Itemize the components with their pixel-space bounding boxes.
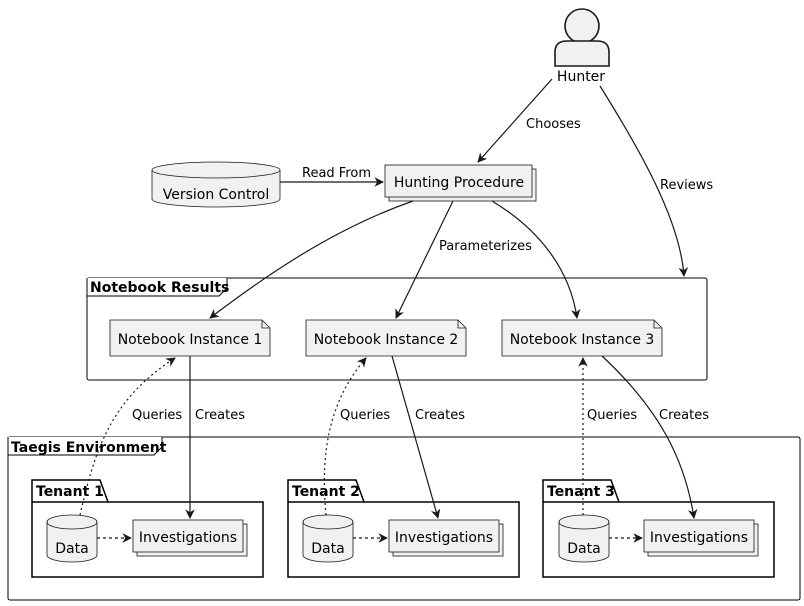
- tenant-2-investigations-label: Investigations: [395, 530, 493, 546]
- hunting-procedure-label: Hunting Procedure: [394, 175, 524, 191]
- edge-tenant-2-queries: Queries: [323, 357, 390, 516]
- hunter-label: Hunter: [557, 69, 605, 85]
- edge-tenant-1-queries-label: Queries: [132, 408, 182, 423]
- edge-tenant-3-queries: Queries: [578, 357, 637, 515]
- edge-read-from: Read From: [280, 166, 384, 187]
- tenant-1-investigations-label: Investigations: [139, 530, 237, 546]
- edge-tenant-3-creates-label: Creates: [659, 408, 709, 423]
- notebook-instance-2: Notebook Instance 2: [305, 319, 467, 357]
- hunter-head-icon: [564, 8, 600, 44]
- edge-chooses: Chooses: [477, 78, 581, 163]
- edge-tenant-1-queries: Queries: [79, 357, 182, 516]
- edge-tenant-2-queries-label: Queries: [340, 408, 390, 423]
- edge-parameterizes-label: Parameterizes: [439, 239, 532, 254]
- edge-tenant-2-creates: Creates: [391, 355, 465, 519]
- tenant-2-data: Data: [302, 514, 354, 563]
- tenant-3-data: Data: [558, 514, 610, 563]
- tenant-3-package: Tenant 3 Data Investigations: [542, 479, 775, 578]
- version-control-label: Version Control: [163, 187, 270, 203]
- notebook-results-title: Notebook Results: [90, 280, 229, 296]
- tenant-1-data-label: Data: [55, 541, 88, 557]
- tenant-1-package: Tenant 1 Data Investigations: [31, 479, 264, 578]
- hunter-body-icon: [554, 40, 610, 67]
- notebook-instance-3: Notebook Instance 3: [501, 319, 663, 357]
- tenant-1-label: Tenant 1: [36, 484, 104, 500]
- edge-read-from-label: Read From: [302, 166, 371, 181]
- edge-chooses-label: Chooses: [526, 117, 581, 132]
- edge-tenant-3-creates: Creates: [601, 355, 709, 519]
- tenant-3-investigations-label: Investigations: [650, 530, 748, 546]
- tenant-1-data: Data: [46, 514, 98, 563]
- tenant-2-label: Tenant 2: [292, 484, 360, 500]
- edge-tenant-1-creates-label: Creates: [195, 408, 245, 423]
- tenant-2-package: Tenant 2 Data Investigations: [287, 479, 520, 578]
- tenant-1-investigations: Investigations: [132, 519, 248, 557]
- taegis-environment-frame: Taegis Environment: [7, 436, 801, 601]
- tenant-3-data-label: Data: [567, 541, 600, 557]
- tenant-3-label: Tenant 3: [547, 484, 615, 500]
- version-control-node: Version Control: [151, 161, 281, 208]
- notebook-instance-1: Notebook Instance 1: [109, 319, 271, 357]
- tenant-3-investigations: Investigations: [643, 519, 759, 557]
- edge-reviews-label: Reviews: [660, 178, 713, 193]
- notebook-instance-3-label: Notebook Instance 3: [510, 332, 655, 348]
- edge-tenant-2-creates-label: Creates: [415, 408, 465, 423]
- taegis-environment-title: Taegis Environment: [11, 440, 167, 456]
- notebook-instance-1-label: Notebook Instance 1: [118, 332, 263, 348]
- hunting-procedure-node: Hunting Procedure: [384, 164, 537, 202]
- edge-tenant-1-creates: Creates: [185, 356, 245, 519]
- notebook-instance-2-label: Notebook Instance 2: [314, 332, 459, 348]
- tenant-2-investigations: Investigations: [388, 519, 504, 557]
- notebook-results-frame: Notebook Results: [86, 277, 708, 381]
- tenant-2-data-label: Data: [311, 541, 344, 557]
- edge-parameterizes: Parameterizes: [209, 200, 581, 319]
- edge-reviews: Reviews: [599, 85, 713, 277]
- edge-tenant-3-queries-label: Queries: [587, 408, 637, 423]
- hunter-actor: Hunter: [554, 8, 610, 85]
